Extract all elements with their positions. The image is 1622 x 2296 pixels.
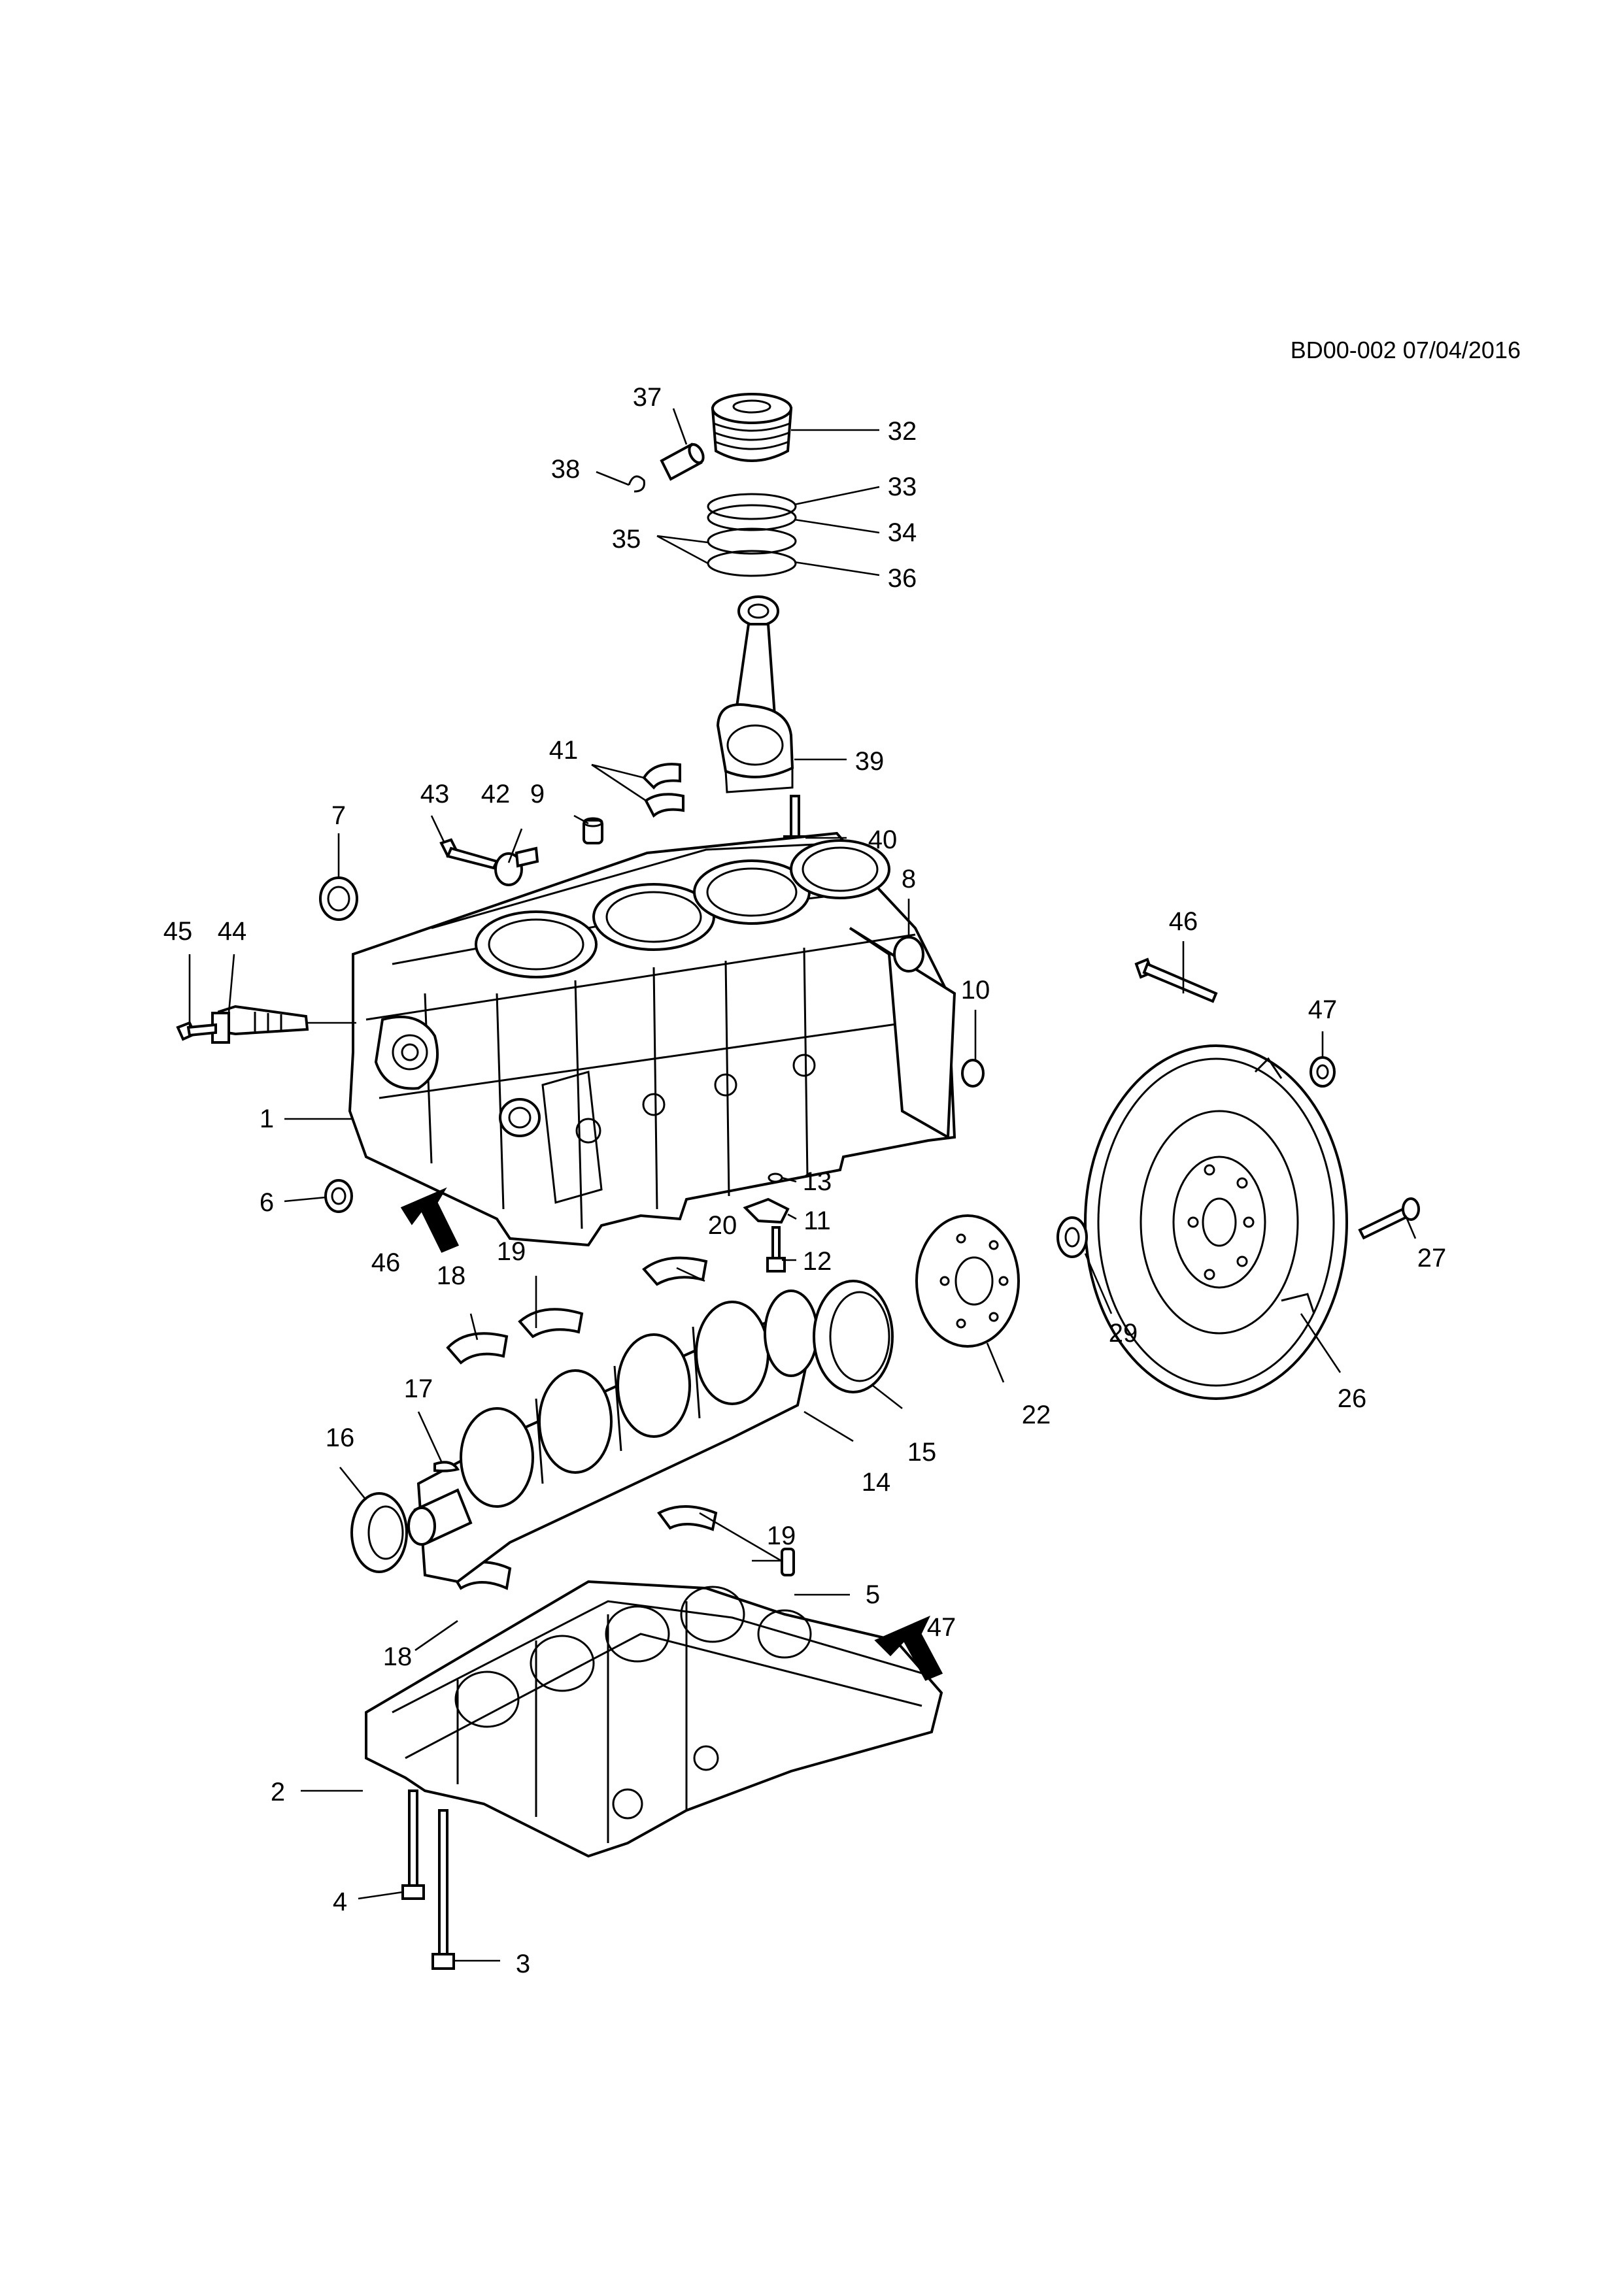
- callout-29: 29: [1108, 1319, 1138, 1348]
- circlip-icon: [628, 475, 645, 493]
- crankshaft-icon: [407, 1289, 819, 1584]
- connecting-rod-icon: [716, 595, 794, 793]
- callout-19-upper: 19: [766, 1522, 796, 1550]
- callout-34: 36: [887, 564, 917, 593]
- callout-30: 32: [887, 417, 917, 446]
- view-arrow-46-icon: [400, 1187, 460, 1253]
- callout-21: 20: [707, 1211, 737, 1240]
- callout-33: 35: [611, 525, 641, 554]
- pilot-bearing-29-icon: [1056, 1216, 1088, 1258]
- callout-6: 6: [259, 1188, 275, 1217]
- document-reference: BD00-002 07/04/2016: [1290, 337, 1521, 363]
- callout-22: 22: [1021, 1401, 1051, 1429]
- callout-37: 39: [854, 747, 885, 776]
- bolt-41-icon: [439, 838, 499, 870]
- callout-36: 38: [550, 455, 581, 484]
- woodruff-key-icon: [433, 1461, 460, 1472]
- rear-oil-seal-15-icon: [813, 1280, 894, 1393]
- callout-4: 4: [332, 1888, 348, 1916]
- callout-27: 27: [1417, 1244, 1447, 1273]
- front-oil-seal-16-icon: [350, 1492, 408, 1573]
- sensor-42-icon: [211, 1005, 309, 1044]
- view-arrow-47-icon: [874, 1616, 943, 1681]
- callout-1: 1: [259, 1105, 275, 1133]
- lower-crankcase-icon: [365, 1580, 943, 1858]
- callout-47: 47: [926, 1613, 956, 1642]
- callout-40: 42: [481, 780, 511, 808]
- reluctor-wheel-22-icon: [915, 1214, 1020, 1348]
- callout-8: 8: [901, 865, 917, 893]
- callout-7: 7: [331, 801, 346, 830]
- core-plug-7-icon: [319, 876, 358, 921]
- nut-45-icon: [1309, 1056, 1336, 1088]
- core-plug-8-icon: [893, 936, 924, 973]
- seal-6-icon: [324, 1179, 353, 1213]
- callout-41: 43: [420, 780, 450, 808]
- callout-38: 40: [868, 825, 898, 854]
- leader-lines: [188, 408, 1417, 1962]
- plug-10-icon: [961, 1059, 985, 1088]
- callout-18: 18: [436, 1261, 466, 1290]
- callout-39: 41: [549, 736, 579, 765]
- callout-20: 19: [496, 1237, 526, 1266]
- callout-42: 44: [217, 917, 247, 946]
- cylinder-block-icon: [348, 831, 956, 1247]
- callout-17: 17: [403, 1374, 433, 1403]
- callout-32: 34: [887, 518, 917, 547]
- flywheel-icon: [1084, 1044, 1348, 1400]
- callout-45: 47: [1308, 995, 1338, 1024]
- callout-9: 9: [530, 780, 545, 808]
- bolt-43-icon: [176, 1021, 217, 1041]
- callout-2: 2: [270, 1778, 286, 1806]
- callout-31: 33: [887, 473, 917, 501]
- callout-15: 15: [907, 1438, 937, 1467]
- callout-44: 46: [1168, 907, 1198, 936]
- piston-pin-icon: [660, 442, 705, 481]
- callout-11: 11: [803, 1206, 831, 1235]
- callout-19-lower: 18: [382, 1642, 413, 1671]
- bolt-4-icon: [401, 1789, 425, 1900]
- callout-3: 3: [515, 1950, 531, 1978]
- dowel-9-icon: [583, 817, 603, 844]
- callout-35: 37: [632, 383, 662, 412]
- callout-26: 26: [1337, 1384, 1367, 1413]
- callout-13: 13: [802, 1167, 832, 1196]
- piston-icon: [711, 393, 793, 462]
- flywheel-bolt-44-icon: [1134, 957, 1218, 1003]
- callout-16: 16: [325, 1423, 355, 1452]
- callout-12: 12: [802, 1247, 832, 1276]
- callout-43: 45: [163, 917, 193, 946]
- rod-bearing-shells-icon: [642, 763, 684, 818]
- dowel-5-icon: [781, 1548, 795, 1576]
- knock-sensor-40-icon: [494, 846, 539, 886]
- callout-10: 10: [960, 976, 990, 1005]
- callout-5: 5: [865, 1580, 881, 1609]
- bolt-12-icon: [766, 1226, 786, 1273]
- bolt-3-icon: [431, 1809, 455, 1970]
- callout-46: 46: [371, 1248, 401, 1277]
- flywheel-bolt-27-icon: [1358, 1197, 1420, 1240]
- piston-rings-icon: [707, 493, 797, 577]
- callout-14: 14: [861, 1468, 891, 1497]
